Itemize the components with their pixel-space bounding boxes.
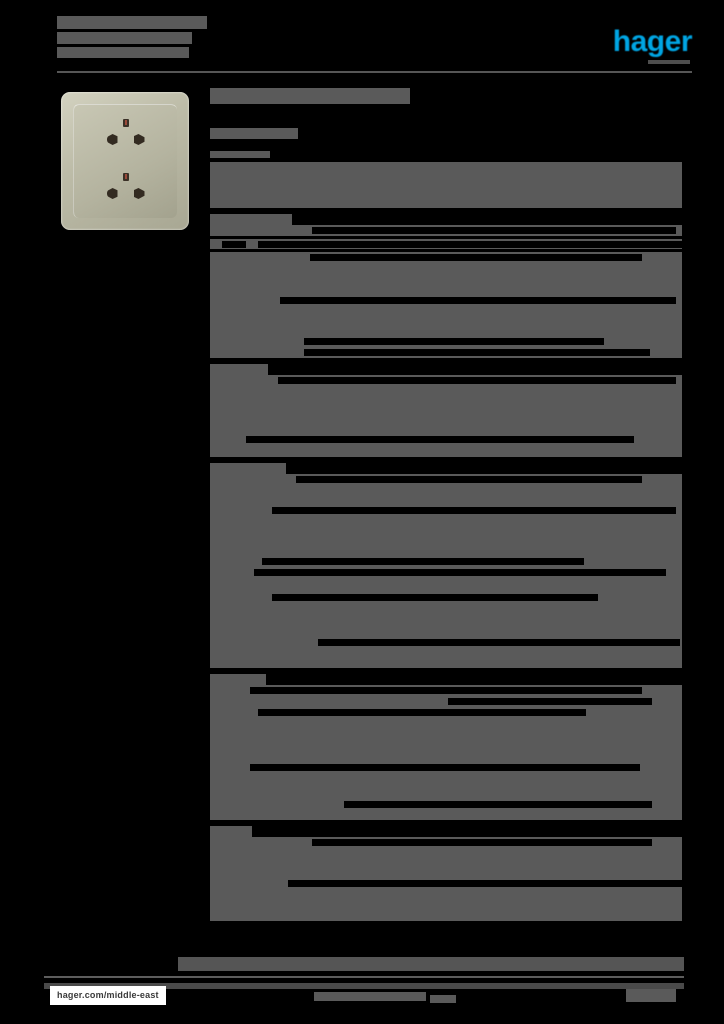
section-heading xyxy=(210,674,682,685)
table-row xyxy=(210,295,682,306)
section-gap xyxy=(210,457,682,463)
main-content xyxy=(210,88,682,921)
table-row xyxy=(210,375,682,386)
table-row-block xyxy=(210,889,682,921)
table-row xyxy=(210,878,682,889)
section-heading xyxy=(210,826,682,837)
product-title xyxy=(210,88,410,104)
table-row-block xyxy=(210,773,682,799)
table-row xyxy=(210,434,682,445)
table-row-block xyxy=(210,485,682,505)
table-row-block xyxy=(210,516,682,556)
footer-url-link[interactable]: hager.com/middle-east xyxy=(50,986,166,1005)
table-row-block xyxy=(210,810,682,820)
footer-page-number xyxy=(430,995,456,1003)
table-row xyxy=(210,505,682,516)
table-row xyxy=(210,347,682,358)
hager-logo: hager xyxy=(612,25,693,58)
neutral-pin-icon xyxy=(133,134,145,145)
table-row-block xyxy=(210,306,682,336)
table-row xyxy=(210,799,682,810)
footer-divider xyxy=(44,976,684,978)
page-header: hager xyxy=(0,0,724,78)
table-row xyxy=(210,252,682,263)
document-title-line-2 xyxy=(57,32,192,44)
table-row xyxy=(210,592,682,603)
section-heading xyxy=(210,463,682,474)
product-subtitle xyxy=(210,151,270,158)
table-row xyxy=(210,336,682,347)
neutral-pin-icon xyxy=(133,188,145,199)
table-row xyxy=(210,567,682,578)
section-gap xyxy=(210,668,682,674)
table-row-block xyxy=(210,386,682,434)
product-image xyxy=(55,88,197,236)
row-gap xyxy=(210,208,682,214)
table-row xyxy=(210,696,682,707)
table-row-block xyxy=(210,578,682,592)
section-gap xyxy=(210,820,682,826)
table-row-block xyxy=(210,848,682,878)
table-row xyxy=(210,474,682,485)
live-pin-icon xyxy=(106,188,118,199)
header-divider xyxy=(57,71,692,73)
table-row xyxy=(210,707,682,718)
row-gap xyxy=(210,236,682,239)
document-title-block xyxy=(57,16,207,58)
footer-right-text xyxy=(626,989,676,1002)
table-row-block xyxy=(210,718,682,762)
footer-center-text xyxy=(314,992,426,1001)
description-block xyxy=(210,162,682,208)
product-reference xyxy=(210,128,298,139)
table-row-block xyxy=(210,263,682,295)
table-row xyxy=(210,225,682,236)
table-row-block xyxy=(210,445,682,457)
table-row xyxy=(210,637,682,648)
table-row xyxy=(210,556,682,567)
table-row-block xyxy=(210,648,682,668)
live-pin-icon xyxy=(106,134,118,145)
earth-pin-icon xyxy=(122,173,129,181)
socket-faceplate xyxy=(73,104,177,218)
table-row xyxy=(210,685,682,696)
footer-band xyxy=(44,983,684,989)
section-gap xyxy=(210,358,682,364)
section-heading xyxy=(210,364,682,375)
document-title-line-3 xyxy=(57,47,189,58)
table-row-block xyxy=(210,603,682,637)
footer-upper-band xyxy=(178,957,684,971)
socket-bezel xyxy=(61,92,189,230)
page-footer: hager.com/middle-east xyxy=(44,983,684,1009)
logo-underline xyxy=(648,60,690,64)
row-gap xyxy=(210,249,682,252)
table-row xyxy=(210,762,682,773)
document-title-line-1 xyxy=(57,16,207,29)
specification-table xyxy=(210,162,682,921)
table-row xyxy=(210,837,682,848)
section-heading xyxy=(210,214,682,225)
table-row xyxy=(210,239,682,249)
earth-pin-icon xyxy=(122,119,129,127)
